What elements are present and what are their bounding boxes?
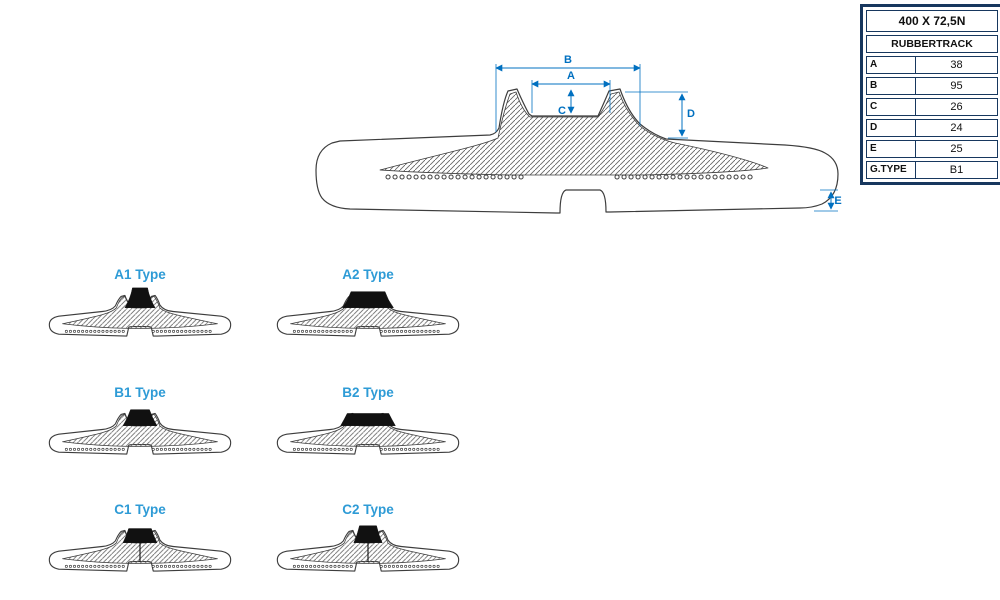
spec-row-label: B [867,78,916,94]
type-label-b1: B1 Type [114,385,166,400]
track-thumbnail-c2 [275,525,461,573]
type-label-c1: C1 Type [114,502,166,517]
type-cell-c1: C1 Type [45,501,235,589]
track-hatched-section [379,91,769,176]
type-cell-b2: B2 Type [273,384,463,472]
dimension-d: D [625,91,695,139]
spec-table: 400 X 72,5N RUBBERTRACK A 38 B 95 C 26 D… [860,4,1000,185]
dimension-a: A [531,70,611,113]
track-thumbnail-c1 [47,528,233,573]
type-label-b2: B2 Type [342,385,394,400]
type-cell-a2: A2 Type [273,266,463,354]
dimension-label-d: D [687,108,695,120]
spec-row-value: 25 [950,143,963,155]
dimension-c: C [558,89,575,117]
spec-row-a: A 38 [866,56,998,74]
spec-row-label: G.TYPE [867,162,916,178]
spec-row-label: D [867,120,916,136]
dimension-e: E [814,189,842,212]
spec-row-value: B1 [949,164,964,176]
lug-shape-b2 [340,413,396,426]
track-thumbnail-b1 [47,409,233,456]
dimension-label-a: A [567,70,575,82]
spec-row-label: A [867,57,916,73]
type-cell-b1: B1 Type [45,384,235,472]
lug-shape-c2 [353,525,383,543]
type-label-a2: A2 Type [342,267,394,282]
main-track-cross-section: B A C D E [315,54,842,214]
dimension-label-e: E [834,195,841,207]
spec-table-title: 400 X 72,5N [866,10,998,32]
type-label-a1: A1 Type [114,267,166,282]
spec-row-gtype: G.TYPE B1 [866,161,998,179]
dimension-label-c: C [558,105,566,117]
lug-shape-b1 [122,409,158,426]
type-cell-c2: C2 Type [273,501,463,589]
spec-row-label: C [867,99,916,115]
track-thumbnail-a2 [275,291,461,338]
spec-row-value: 24 [950,122,963,134]
type-label-c2: C2 Type [342,502,394,517]
type-cell-a1: A1 Type [45,266,235,354]
spec-row-value: 38 [950,59,963,71]
track-thumbnail-a1 [47,287,233,338]
lug-shape-a1 [124,287,156,308]
lug-shape-c1 [122,528,158,543]
spec-row-label: E [867,141,916,157]
dimension-label-b: B [564,54,572,66]
spec-row-d: D 24 [866,119,998,137]
spec-row-b: B 95 [866,77,998,95]
lug-shape-a2 [342,291,394,308]
spec-row-e: E 25 [866,140,998,158]
spec-row-value: 26 [950,101,963,113]
dimension-b: B [495,54,641,132]
spec-row-value: 95 [950,80,963,92]
spec-row-c: C 26 [866,98,998,116]
track-thumbnail-b2 [275,412,461,456]
spec-table-subtitle: RUBBERTRACK [866,35,998,53]
